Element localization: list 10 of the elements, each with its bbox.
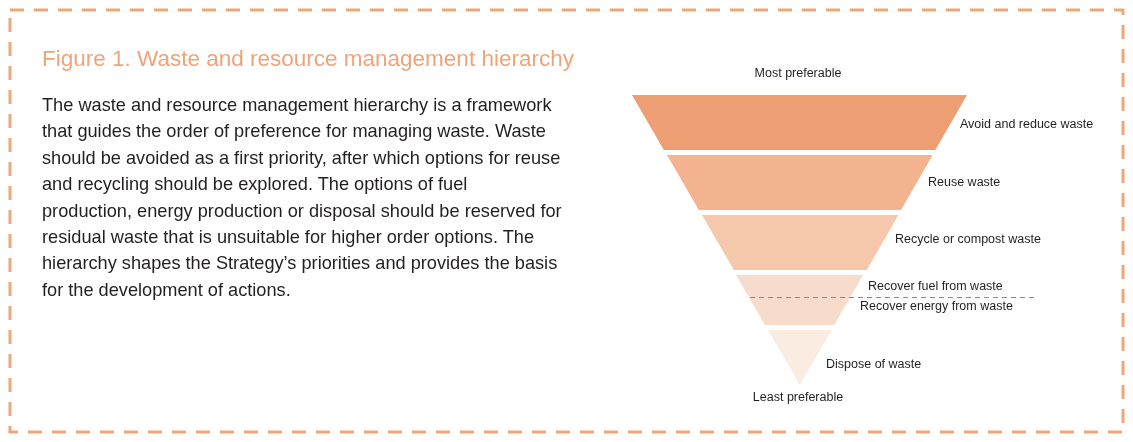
tier-label: Avoid and reduce waste [960, 117, 1094, 131]
tier-label: Recycle or compost waste [895, 232, 1041, 246]
tier-label: Recover fuel from waste [868, 279, 1003, 293]
scale-label: Most preferable [754, 66, 842, 80]
trapezoid-band [701, 215, 898, 270]
figure-title: Figure 1. Waste and resource management hierarchy [42, 46, 574, 72]
tier-label: Dispose of waste [826, 357, 922, 371]
tier-label: Reuse waste [928, 175, 1001, 189]
body-text: The waste and resource management hierarchy is a framework that guides the order of preference for managing waste. Waste should be avoided as a first priority, after which options for reuse and recycling should be explored. The options of fuel production, energy production or disposal should be reserved for residual waste that is unsuitable for higher order options. The hierarchy shapes the Strategy’s priorities and provides the basis for the development of actions. [42, 94, 562, 302]
tier-label: Recover energy from waste [860, 299, 1013, 313]
